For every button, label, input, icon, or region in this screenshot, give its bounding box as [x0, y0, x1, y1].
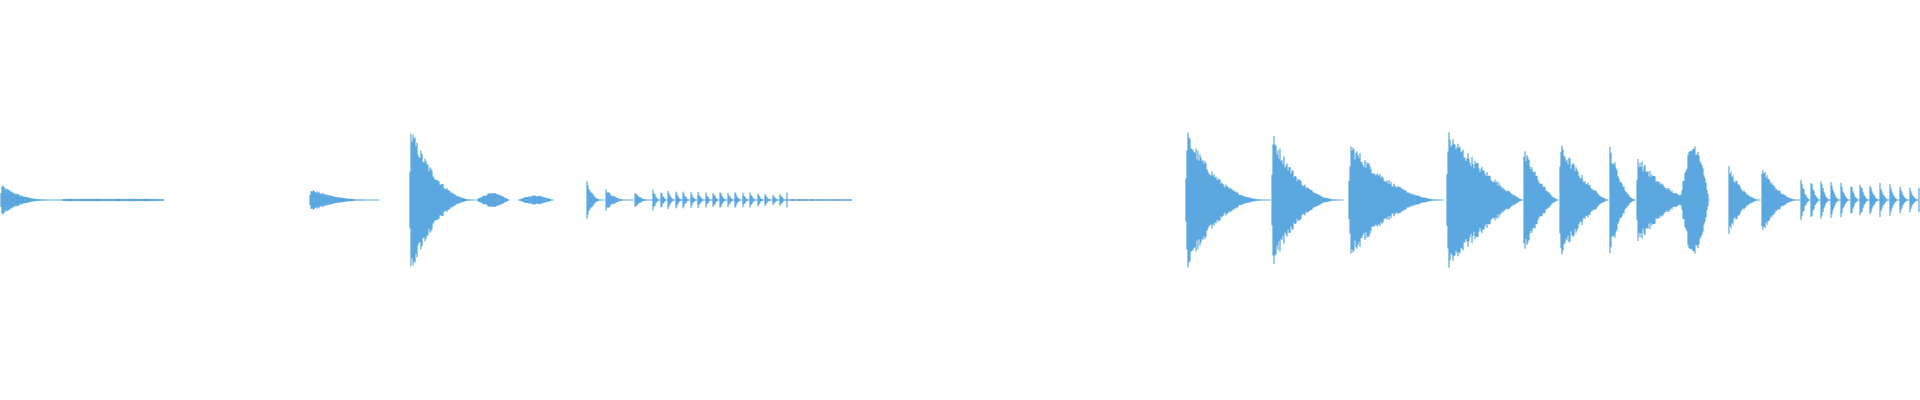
waveform-baseline	[28, 199, 1919, 201]
waveform-bars	[0, 132, 1920, 268]
